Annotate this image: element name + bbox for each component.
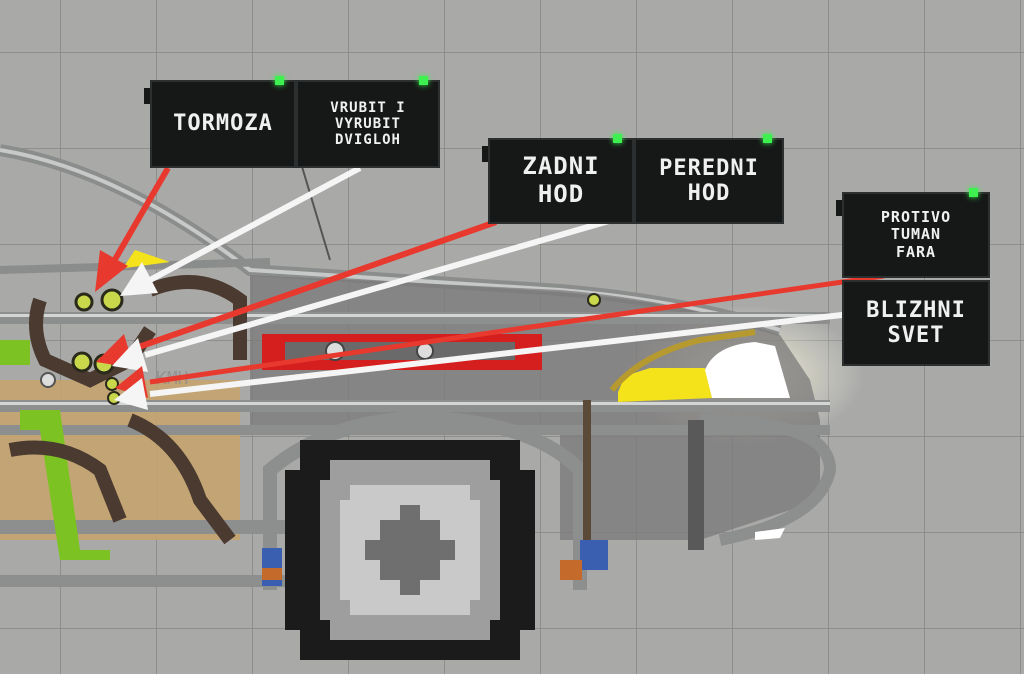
front-indicator [755, 528, 785, 540]
label-protivo[interactable]: PROTIVO TUMAN FARA [836, 188, 990, 278]
suspension-link-4 [127, 413, 236, 545]
hub-part-right-accent [560, 560, 582, 580]
label-tormoza-text: TORMOZA [173, 111, 273, 137]
label-zadni[interactable]: ZADNI HOD [482, 134, 634, 224]
label-peredni[interactable]: PEREDNI HOD [634, 134, 784, 224]
arrow-zadni [129, 219, 497, 353]
label-vrubit[interactable]: VRUBIT I VYRUBIT DVIGLOH [296, 76, 440, 168]
annotation-arrows [95, 165, 885, 410]
frame-rail-2-highlight [0, 402, 830, 405]
label-protivo-text: PROTIVO TUMAN FARA [880, 208, 952, 261]
label-vrubit-text: VRUBIT I VYRUBIT DVIGLOH [330, 99, 406, 149]
label-blizhni[interactable]: BLIZHNI SVET [842, 280, 990, 366]
frame-rail-3 [0, 425, 830, 435]
headlight-white [705, 342, 790, 398]
headlight-yellow [618, 368, 712, 402]
front-strut [688, 420, 704, 550]
suspension-link-1 [29, 297, 156, 388]
suspension-link-2 [147, 275, 247, 360]
led-indicator [969, 188, 978, 197]
pixel-wheel [285, 440, 535, 660]
green-frame-top [0, 340, 30, 365]
arrow-protivo [149, 273, 885, 385]
hub-part-left [262, 548, 282, 586]
green-frame-leg [20, 410, 110, 560]
frame-rail-4 [0, 520, 300, 534]
frame-rail-1 [0, 312, 830, 324]
headlight-rim [609, 329, 756, 392]
label-blizhni-text: BLIZHNI SVET [866, 297, 966, 348]
hub-part-right [580, 540, 608, 570]
led-indicator [419, 76, 428, 85]
led-indicator [763, 134, 772, 143]
arrow-peredni [144, 209, 641, 358]
arrow-blizhni [149, 309, 869, 397]
antenna-wire [299, 159, 331, 261]
led-indicator [613, 134, 622, 143]
hub-part-left-accent [262, 568, 282, 580]
roof-bar-highlight [0, 148, 781, 332]
label-tormoza[interactable]: TORMOZA [144, 76, 296, 168]
mid-strut [583, 400, 591, 550]
frame-rail-1-highlight [0, 314, 830, 317]
label-zadni-text: ZADNI HOD [522, 152, 600, 208]
label-peredni-text: PEREDNI HOD [659, 155, 759, 206]
suspension-link-3 [8, 440, 127, 523]
led-indicator [275, 76, 284, 85]
arrow-vrubit [148, 165, 362, 283]
brake-lamp [125, 250, 170, 268]
frame-rail-5 [0, 575, 300, 587]
arrow-tormoza [107, 166, 171, 270]
front-bumper [699, 414, 837, 546]
